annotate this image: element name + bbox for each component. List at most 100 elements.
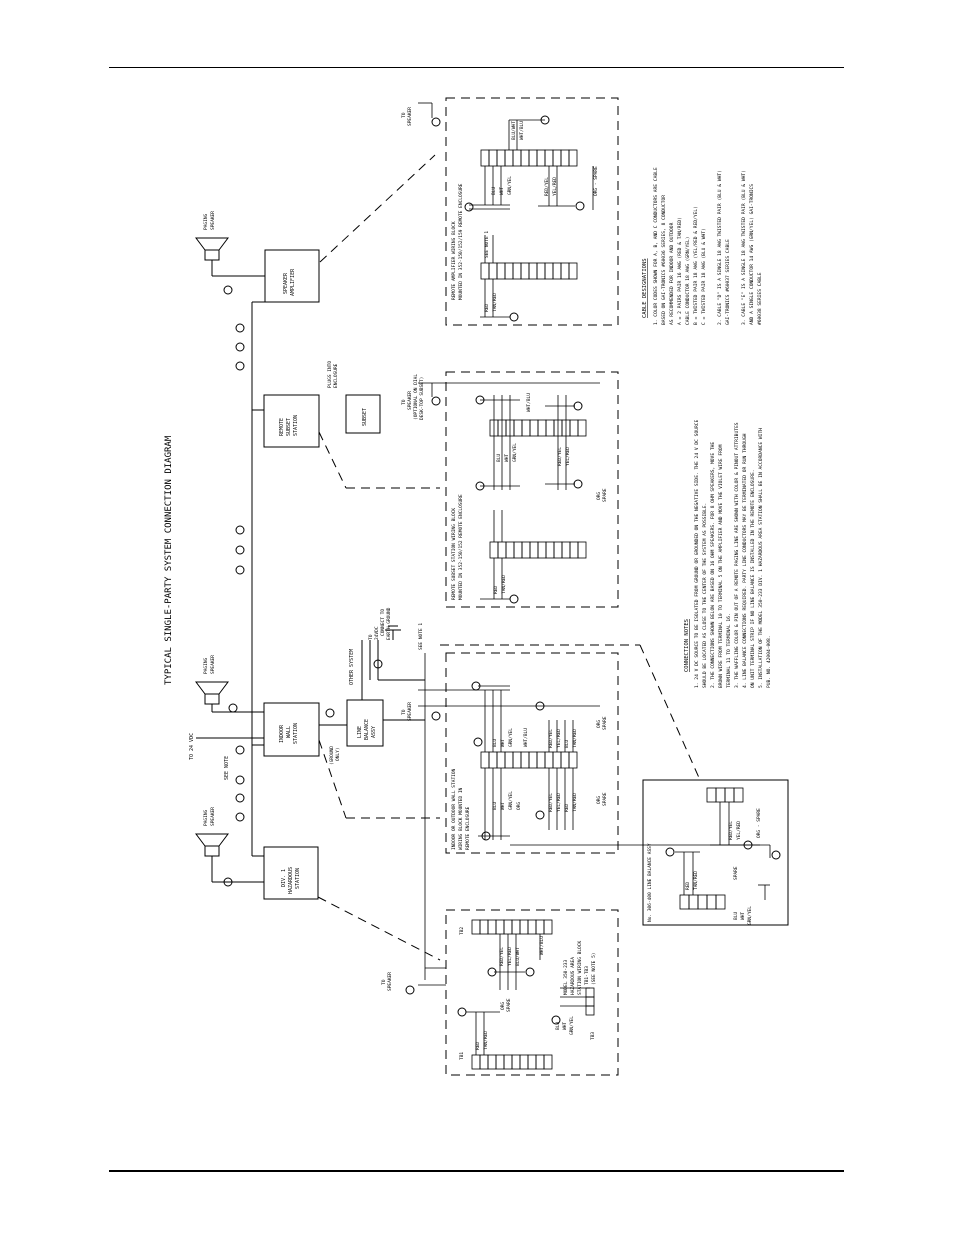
svg-text:SPEAKER: SPEAKER: [283, 272, 289, 294]
svg-text:RED: RED: [685, 882, 691, 890]
svg-text:BLU/WHT: BLU/WHT: [511, 121, 517, 140]
line-balance-box: LINE BALANCE ASSY: [346, 699, 384, 747]
svg-text:BLU: BLU: [555, 1022, 561, 1030]
svg-text:SPARE: SPARE: [602, 488, 608, 502]
svg-text:SUBSET: SUBSET: [362, 408, 368, 426]
svg-text:AS RECOMMENDED FOR INDOOR AND: AS RECOMMENDED FOR INDOOR AND OUTDOOR: [669, 222, 675, 325]
svg-text:ENCLOSURE: ENCLOSURE: [333, 363, 339, 388]
svg-text:YEL/RED: YEL/RED: [736, 821, 742, 840]
svg-text:BLU: BLU: [496, 454, 502, 462]
svg-text:TO: TO: [401, 709, 407, 715]
svg-text:BLU/WHT: BLU/WHT: [515, 947, 521, 966]
svg-text:TAN/RED: TAN/RED: [501, 575, 507, 594]
svg-text:MOUNTED IN 352-150/152/159 REM: MOUNTED IN 352-150/152/159 REMOTE ENCLOS…: [458, 183, 464, 300]
svg-text:PAGING: PAGING: [203, 657, 209, 674]
svg-text:SPARE: SPARE: [602, 792, 608, 806]
svg-text:5. INSTALLATION OF THE MODEL 3: 5. INSTALLATION OF THE MODEL 350-233 DIV…: [758, 428, 764, 688]
svg-text:INDOOR: INDOOR: [279, 724, 285, 743]
svg-text:(GROUND: (GROUND: [329, 746, 335, 765]
svg-text:PUB. NO. 42004-008.: PUB. NO. 42004-008.: [766, 635, 772, 688]
speaker-amplifier: SPEAKER AMPLIFIER: [264, 249, 320, 303]
svg-text:REMOTE SUBSET STATION WIRING B: REMOTE SUBSET STATION WIRING BLOCK: [451, 508, 457, 600]
svg-text:WHT/BLU: WHT/BLU: [519, 121, 525, 140]
svg-text:TO: TO: [401, 112, 407, 118]
paging-speaker-hazardous: PAGING SPEAKER: [195, 807, 264, 883]
svg-text:TERMINAL 11 TO TERMINAL 16.: TERMINAL 11 TO TERMINAL 16.: [726, 613, 732, 688]
svg-text:TB1-TB3: TB1-TB3: [584, 966, 590, 985]
svg-text:3. THE WAFFLING COLOR & PIN OU: 3. THE WAFFLING COLOR & PIN OUT OF A REM…: [734, 422, 740, 688]
svg-text:BLU: BLU: [491, 187, 497, 195]
svg-text:BALANCE: BALANCE: [364, 719, 370, 740]
svg-text:BLU: BLU: [492, 739, 498, 747]
svg-text:GRN/YEL: GRN/YEL: [508, 791, 514, 810]
footer-rule: [109, 1170, 844, 1172]
svg-text:ORG: ORG: [500, 1002, 506, 1010]
svg-text:SPEAKER: SPEAKER: [407, 107, 413, 126]
svg-text:No. 306-400 LINE BALANCE ASSY: No. 306-400 LINE BALANCE ASSY: [647, 843, 653, 922]
svg-text:AMPLIFIER: AMPLIFIER: [290, 268, 296, 296]
svg-text:SPARE: SPARE: [506, 998, 512, 1012]
svg-text:GRN/YEL: GRN/YEL: [512, 443, 518, 462]
svg-text:TO: TO: [381, 979, 387, 985]
remote-subset-station: REMOTE SUBSET STATION: [263, 394, 320, 448]
svg-text:YEL/RED: YEL/RED: [507, 947, 513, 966]
svg-text:WALL: WALL: [286, 726, 292, 738]
svg-text:RED/YEL: RED/YEL: [557, 447, 563, 466]
svg-text:3. CABLE "E" IS A SINGLE 18 AW: 3. CABLE "E" IS A SINGLE 18 AWG TWISTED …: [741, 170, 747, 325]
line-balance-assembly: No. 306-400 LINE BALANCE ASSY RED TAN/RE…: [642, 779, 789, 926]
svg-text:WHT: WHT: [500, 739, 506, 747]
svg-text:MODEL 350-233: MODEL 350-233: [563, 959, 569, 995]
svg-text:RED/YEL: RED/YEL: [728, 821, 734, 840]
svg-text:GRN/YEL: GRN/YEL: [507, 176, 513, 195]
svg-text:SPEAKER: SPEAKER: [387, 972, 393, 991]
svg-text:PAGING: PAGING: [203, 809, 209, 826]
svg-text:C = TWISTED PAIR 18 AWG (BLU &: C = TWISTED PAIR 18 AWG (BLU & WHT): [701, 228, 707, 325]
svg-text:1. 24 V DC SOURCE TO BE ISOLAT: 1. 24 V DC SOURCE TO BE ISOLATED FROM GR…: [694, 419, 700, 688]
svg-text:SPEAKER: SPEAKER: [210, 211, 216, 230]
svg-text:ORG: ORG: [516, 802, 522, 810]
svg-text:WHT: WHT: [500, 802, 506, 810]
svg-text:MOUNTED IN 352-150/152 REMOTE: MOUNTED IN 352-150/152 REMOTE ENCLOSURE: [458, 494, 464, 600]
svg-text:YEL/RED: YEL/RED: [556, 793, 562, 812]
svg-text:DESK-TOP SUBSET): DESK-TOP SUBSET): [419, 377, 425, 420]
svg-text:LINE: LINE: [357, 726, 363, 738]
svg-text:YEL/RED: YEL/RED: [552, 177, 558, 196]
svg-text:WHT: WHT: [504, 454, 510, 462]
svg-text:RED/YEL: RED/YEL: [548, 793, 554, 812]
svg-text:ORG: ORG: [596, 492, 602, 500]
svg-text:SPARE: SPARE: [602, 716, 608, 730]
svg-text:A = 2 PAIRS PAIR 16 AWG (RED &: A = 2 PAIRS PAIR 16 AWG (RED & TAN/RED): [677, 217, 683, 325]
svg-text:WHT: WHT: [499, 187, 505, 195]
svg-text:AND A SINGLE CONDUCTOR 14 AWG: AND A SINGLE CONDUCTOR 14 AWG (GRN/YEL) …: [749, 184, 755, 325]
backbone-wiring: [196, 301, 425, 857]
svg-text:SPEAKER: SPEAKER: [210, 655, 216, 674]
svg-text:STATION: STATION: [293, 723, 299, 744]
svg-text:SEE NOTE 1: SEE NOTE 1: [418, 623, 424, 650]
svg-text:B = TWISTED PAIR 18 AWG (YEL/R: B = TWISTED PAIR 18 AWG (YEL/RED & RED/Y…: [693, 206, 699, 325]
svg-text:ORG - SPARE: ORG - SPARE: [756, 808, 762, 838]
svg-text:RED/YEL: RED/YEL: [499, 947, 505, 966]
svg-text:2. THE CONNECTIONS SHOWN BELOW: 2. THE CONNECTIONS SHOWN BELOW ARE BASED…: [710, 442, 716, 688]
svg-text:REMOTE ENCLOSURE: REMOTE ENCLOSURE: [465, 806, 471, 850]
diagram-title: TYPICAL SINGLE-PARTY SYSTEM CONNECTION D…: [164, 435, 174, 685]
svg-text:1. COLOR CODES SHOWN FOR A, B,: 1. COLOR CODES SHOWN FOR A, B, AND C CON…: [653, 167, 659, 325]
svg-text:WHT/BLU: WHT/BLU: [526, 393, 532, 412]
svg-text:STATION: STATION: [295, 868, 301, 889]
see-note-label: SEE NOTE: [224, 756, 230, 780]
svg-text:STATION: STATION: [293, 415, 299, 436]
connection-notes: CONNECTION NOTES 1. 24 V DC SOURCE TO BE…: [684, 419, 772, 688]
svg-text:ORG - SPARE: ORG - SPARE: [593, 166, 599, 196]
svg-text:TO: TO: [401, 399, 407, 405]
enclosure-subset: REMOTE SUBSET STATION WIRING BLOCK MOUNT…: [401, 371, 619, 608]
svg-text:CONNECTION NOTES: CONNECTION NOTES: [684, 619, 690, 672]
svg-text:BROWN WIRE FROM TERMINAL 10 TO: BROWN WIRE FROM TERMINAL 10 TO TERMINAL …: [718, 444, 724, 688]
svg-text:BASED ON GAI-TRONICS #60036 SE: BASED ON GAI-TRONICS #60036 SERIES, 8 CO…: [661, 195, 667, 325]
svg-text:ORG: ORG: [596, 796, 602, 804]
svg-text:2. CABLE "D" IS A SINGLE 18 AW: 2. CABLE "D" IS A SINGLE 18 AWG TWISTED …: [717, 170, 723, 325]
svg-text:HAZARDOUS: HAZARDOUS: [288, 867, 294, 894]
svg-text:GRN/YEL: GRN/YEL: [747, 906, 753, 925]
svg-text:RED: RED: [493, 586, 499, 594]
other-system-wiring: [361, 625, 425, 700]
svg-text:ASSY: ASSY: [371, 726, 377, 738]
